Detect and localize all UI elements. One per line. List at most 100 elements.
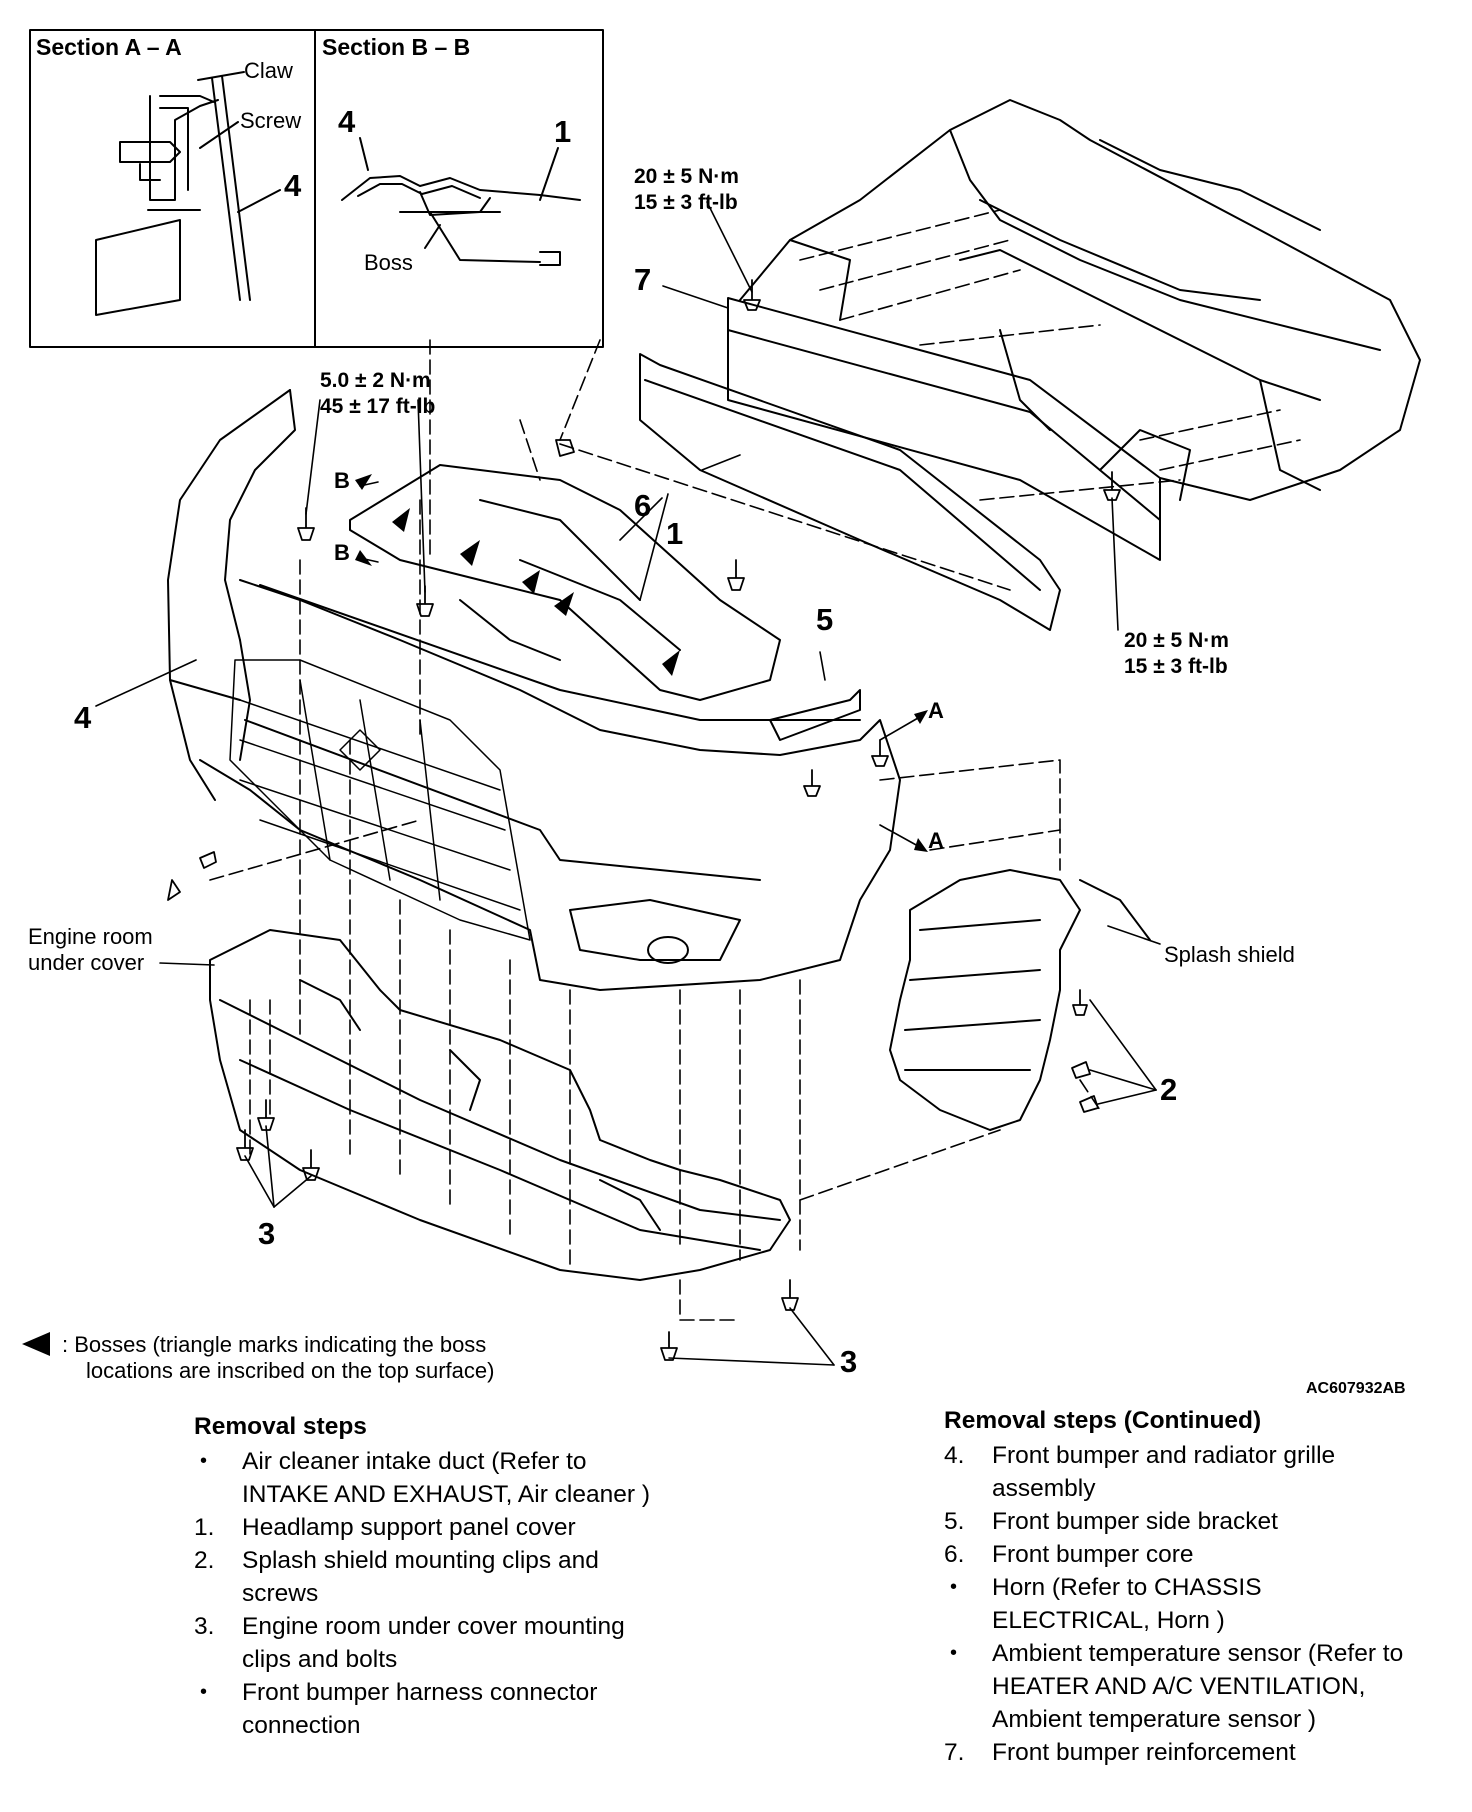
list-item-line: Front bumper side bracket [992, 1508, 1278, 1535]
section-b-detail [341, 137, 581, 266]
removal-steps-heading: Removal steps [194, 1413, 367, 1440]
list-item-marker: • [200, 1450, 208, 1472]
front-bumper [167, 389, 901, 991]
list-item-line: Ambient temperature sensor ) [992, 1706, 1317, 1733]
section-a-detail [95, 71, 281, 316]
list-item: • Front bumper harness connector connectio… [194, 1676, 754, 1742]
side-bracket [769, 689, 861, 741]
removal-steps-list: • Air cleaner intake duct (Refer to INTAKE… [194, 1445, 754, 1742]
torque-panel-cover-ftlb: 45 ± 17 ft-lb [320, 395, 436, 418]
list-item: 5. Front bumper side bracket [944, 1505, 1464, 1538]
torque-reinforcement-left-ftlb: 15 ± 3 ft-lb [634, 191, 738, 214]
list-item-line: ELECTRICAL, Horn ) [992, 1607, 1225, 1634]
list-item-line: Front bumper and radiator grille [992, 1442, 1336, 1469]
torque-panel-cover: 5.0 ± 2 N·m 45 ± 17 ft-lb [320, 368, 435, 420]
list-item-line: HEATER AND A/C VENTILATION, [992, 1673, 1366, 1700]
list-item-line: Front bumper reinforcement [992, 1739, 1296, 1766]
callout-3-right: 3 [840, 1344, 858, 1379]
callout-3-left: 3 [258, 1216, 276, 1251]
assembly-guides [209, 339, 1101, 1321]
boss-legend-line2: locations are inscribed on the top surfa… [86, 1358, 495, 1383]
list-item-line: Engine room under cover mounting [242, 1613, 625, 1640]
list-item-line: assembly [992, 1475, 1096, 1502]
section-a-title: Section A – A [36, 34, 182, 60]
torque-reinforcement-right-ftlb: 15 ± 3 ft-lb [1124, 655, 1228, 678]
leader-lines [95, 201, 1161, 1366]
torque-reinforcement-right: 20 ± 5 N·m 15 ± 3 ft-lb [1124, 628, 1229, 680]
engine-room-label-line2: under cover [28, 950, 145, 975]
boss-label: Boss [364, 250, 413, 275]
section-b-title: Section B – B [322, 34, 471, 60]
list-item-line: Front bumper core [992, 1541, 1194, 1568]
list-item-marker: 6. [944, 1541, 965, 1568]
torque-panel-cover-nm: 5.0 ± 2 N·m [320, 369, 431, 392]
exploded-view-figure: Section A – A Claw Screw 4 Section B – B… [22, 29, 1421, 1397]
reinforcement-guides [799, 209, 1301, 501]
section-a-callout-4: 4 [284, 168, 302, 203]
section-b-box [314, 29, 604, 348]
list-item-line: Front bumper harness connector [242, 1679, 598, 1706]
list-item-marker: • [950, 1642, 958, 1664]
list-item-marker: 5. [944, 1508, 965, 1535]
section-marker-b-upper: B [334, 468, 350, 493]
bumper-core [639, 353, 1061, 631]
section-b-callout-4: 4 [338, 104, 356, 139]
list-item: • Ambient temperature sensor (Refer to HEA… [944, 1637, 1464, 1736]
callout-6: 6 [634, 488, 652, 523]
list-item-line: connection [242, 1712, 361, 1739]
boss-legend: : Bosses (triangle marks indicating the … [62, 1332, 494, 1384]
removal-steps-continued-list: 4. Front bumper and radiator grille assemb… [944, 1439, 1464, 1769]
list-item-marker: 3. [194, 1613, 215, 1640]
section-marker-b-lower: B [334, 540, 350, 565]
boss-legend-line1: : Bosses (triangle marks indicating the … [62, 1332, 487, 1357]
engine-room-under-cover [209, 929, 791, 1281]
bumper-reinforcement [727, 99, 1421, 561]
fasteners [167, 279, 1121, 1361]
torque-reinforcement-left: 20 ± 5 N·m 15 ± 3 ft-lb [634, 164, 739, 216]
list-item-marker: • [200, 1681, 208, 1703]
boss-arrows [22, 474, 928, 1356]
list-item: 1.Headlamp support panel cover [194, 1511, 754, 1544]
list-item: • Horn (Refer to CHASSIS ELECTRICAL, Horn … [944, 1571, 1464, 1637]
splash-shield-label: Splash shield [1164, 942, 1295, 967]
list-item-marker: 2. [194, 1547, 215, 1574]
list-item-marker: 7. [944, 1739, 965, 1766]
figure-code: AC607932AB [1306, 1380, 1406, 1397]
section-marker-a-upper: A [928, 698, 944, 723]
list-item: 7. Front bumper reinforcement [944, 1736, 1464, 1769]
list-item-line: Air cleaner intake duct (Refer to [242, 1448, 587, 1475]
removal-steps: Removal steps • Air cleaner intake duct (… [194, 1410, 754, 1742]
list-item: 2. Splash shield mounting clips and screws [194, 1544, 754, 1610]
callout-2: 2 [1160, 1072, 1178, 1107]
list-item: 6. Front bumper core [944, 1538, 1464, 1571]
screw-label: Screw [240, 108, 302, 133]
exploded-view-drawing [22, 29, 1421, 1366]
list-item-line: screws [242, 1580, 319, 1607]
engine-room-label-line1: Engine room [28, 924, 153, 949]
splash-shield [889, 869, 1151, 1131]
torque-reinforcement-right-nm: 20 ± 5 N·m [1124, 629, 1229, 652]
list-item-line: Headlamp support panel cover [242, 1514, 576, 1541]
callout-5: 5 [816, 602, 834, 637]
headlamp-support-panel-cover [349, 464, 781, 701]
torque-reinforcement-left-nm: 20 ± 5 N·m [634, 165, 739, 188]
callout-1: 1 [666, 516, 684, 551]
removal-steps-continued: Removal steps (Continued) 4. Front bumper… [944, 1404, 1464, 1769]
claw-label: Claw [244, 58, 293, 83]
removal-steps-continued-heading: Removal steps (Continued) [944, 1407, 1262, 1434]
list-item-line: Splash shield mounting clips and [242, 1547, 599, 1574]
callout-7: 7 [634, 262, 652, 297]
list-item-line: Horn (Refer to CHASSIS [992, 1574, 1262, 1601]
section-b-callout-1: 1 [554, 114, 572, 149]
section-marker-a-lower: A [928, 828, 944, 853]
list-item-line: Ambient temperature sensor (Refer to [992, 1640, 1404, 1667]
callout-4: 4 [74, 700, 92, 735]
list-item-line: INTAKE AND EXHAUST, Air cleaner ) [242, 1481, 650, 1508]
list-item-marker: • [950, 1576, 958, 1598]
list-item: • Air cleaner intake duct (Refer to INTAKE… [194, 1445, 754, 1511]
engine-room-under-cover-label: Engine room under cover [28, 924, 153, 976]
list-item-marker: 4. [944, 1442, 965, 1469]
radiator-grille [229, 659, 531, 941]
list-item: 4. Front bumper and radiator grille assemb… [944, 1439, 1464, 1505]
